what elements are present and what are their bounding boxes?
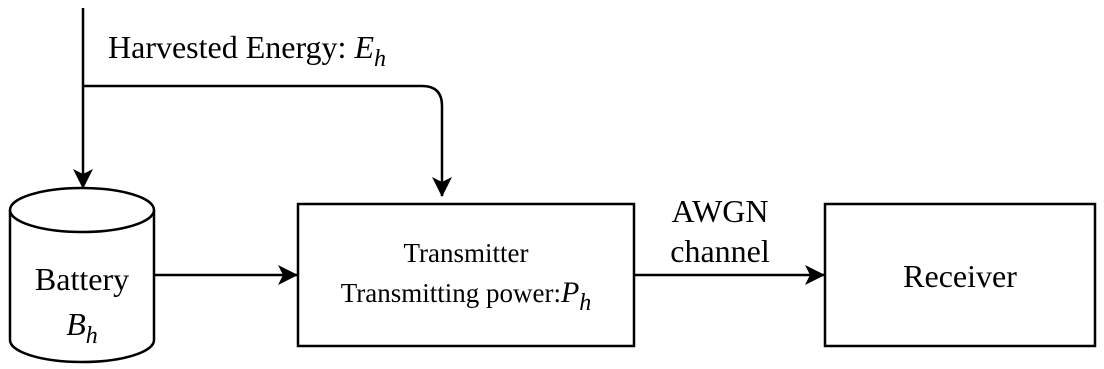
transmitter-block: Transmitter Transmitting power:Ph (296, 202, 636, 348)
transmitter-box (296, 202, 636, 348)
receiver-block: Receiver (823, 202, 1097, 348)
energy-input-flow (73, 8, 452, 197)
battery-body (8, 210, 156, 364)
harvested-energy-text: Harvested Energy: (108, 29, 354, 65)
power-symbol: P (560, 276, 579, 309)
battery-state: Bh (66, 306, 98, 349)
receiver-label: Receiver (903, 258, 1017, 294)
channel-label-line1: AWGN (672, 193, 769, 229)
battery-subscript: h (86, 323, 98, 349)
harvested-energy-label: Harvested Energy: Eh (108, 29, 386, 72)
channel-label-line2: channel (670, 233, 770, 269)
power-subscript: h (579, 290, 591, 316)
battery-symbol: B (66, 306, 86, 342)
battery-top (8, 186, 156, 234)
transmitting-power-label: Transmitting power:Ph (341, 276, 592, 316)
transmitting-power-text: Transmitting power: (341, 278, 561, 308)
receiver-box (823, 202, 1097, 348)
transmitter-label: Transmitter (403, 238, 528, 268)
battery-label: Battery (35, 261, 129, 297)
energy-symbol: E (353, 29, 374, 65)
energy-subscript: h (374, 46, 386, 72)
battery-cylinder: Battery Bh (8, 186, 156, 364)
energy-to-transmitter-arrow (83, 84, 452, 197)
